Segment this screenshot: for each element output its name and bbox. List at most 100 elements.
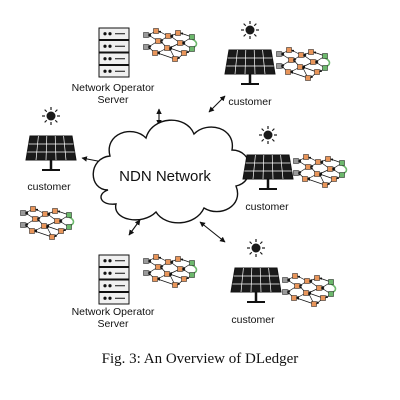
sun-ray xyxy=(54,119,58,123)
server-led xyxy=(108,284,112,288)
graph-node xyxy=(172,282,178,288)
graph-node xyxy=(339,160,345,166)
server-led xyxy=(103,32,107,36)
panel-grid-line xyxy=(268,267,272,293)
sun-icon xyxy=(46,111,56,121)
server-rack-unit xyxy=(98,279,130,292)
graph-node xyxy=(152,276,158,282)
server-led xyxy=(108,271,112,275)
graph-node xyxy=(175,30,181,36)
server-top-label-line1: Network Operator xyxy=(71,82,155,94)
ndn-network-label: NDN Network xyxy=(119,168,211,185)
sun-ray xyxy=(243,23,247,27)
graph-node xyxy=(66,224,72,230)
customer-label-top-right: customer xyxy=(228,96,272,108)
graph-node xyxy=(320,295,326,301)
network-arrow xyxy=(199,221,226,243)
graph-node xyxy=(189,260,195,266)
graph-node xyxy=(164,271,170,277)
graph-node xyxy=(181,50,187,56)
network-arrow xyxy=(208,95,226,113)
ledger-graph-top-icon xyxy=(143,28,198,62)
graph-node xyxy=(66,212,72,218)
graph-node xyxy=(297,64,303,70)
sun-ray xyxy=(44,109,48,113)
graph-node xyxy=(325,156,331,162)
sun-ray xyxy=(261,128,265,132)
graph-node xyxy=(153,28,159,34)
graph-edge xyxy=(307,178,326,186)
graph-node xyxy=(189,272,195,278)
server-rack-unit xyxy=(98,27,130,40)
graph-node xyxy=(282,289,288,295)
graph-node xyxy=(315,159,321,165)
graph-node xyxy=(328,291,334,297)
graph-node xyxy=(292,273,298,279)
panel-grid-line xyxy=(240,267,244,293)
panel-grid-line xyxy=(63,135,67,161)
graph-node xyxy=(189,34,195,40)
solar-panel-bottom-right-icon xyxy=(230,239,282,303)
solar-panel-top-right-icon xyxy=(224,21,276,85)
network-arrow xyxy=(128,219,141,236)
graph-node xyxy=(322,53,328,59)
graph-node xyxy=(339,172,345,178)
server-led xyxy=(103,259,107,263)
panel-grid-line xyxy=(280,154,284,180)
graph-node xyxy=(52,208,58,214)
server-rack-unit xyxy=(98,40,130,53)
panel-grid-line xyxy=(252,154,256,180)
panel-grid-line xyxy=(253,49,256,75)
graph-node xyxy=(143,32,149,38)
graph-node xyxy=(288,57,294,63)
server-led xyxy=(108,57,112,61)
graph-node xyxy=(42,211,48,217)
ledger-graph-right-icon xyxy=(293,154,348,188)
graph-node xyxy=(164,45,170,51)
customer-label-right: customer xyxy=(245,201,289,213)
graph-node xyxy=(316,285,322,291)
server-rack-unit xyxy=(98,267,130,280)
ledger-graph-left-icon xyxy=(20,206,75,240)
panel-grid-line xyxy=(35,135,39,161)
graph-node xyxy=(143,270,149,276)
sun-ray xyxy=(243,33,247,37)
panel-grid-line xyxy=(244,49,247,75)
sun-icon xyxy=(251,243,261,253)
server-led xyxy=(103,44,107,48)
graph-node xyxy=(143,258,149,264)
graph-node xyxy=(20,210,26,216)
graph-node xyxy=(305,75,311,81)
sun-icon xyxy=(245,25,255,35)
panel-grid-line xyxy=(45,135,48,161)
sun-ray xyxy=(259,251,263,255)
graph-node xyxy=(314,171,320,177)
server-bottom-icon xyxy=(98,254,130,305)
graph-node xyxy=(327,166,333,172)
server-bottom-label-line2: Server xyxy=(97,318,129,330)
graph-node xyxy=(41,223,47,229)
graph-node xyxy=(155,264,161,270)
graph-node xyxy=(304,278,310,284)
sun-ray xyxy=(249,251,253,255)
server-led xyxy=(103,284,107,288)
graph-edge xyxy=(157,52,176,60)
graph-node xyxy=(303,290,309,296)
server-rack-unit xyxy=(98,65,130,78)
graph-node xyxy=(165,259,171,265)
sun-ray xyxy=(44,119,48,123)
graph-node xyxy=(285,69,291,75)
panel-grid-line xyxy=(250,267,253,293)
solar-panel xyxy=(25,135,77,161)
graph-node xyxy=(282,277,288,283)
graph-node xyxy=(276,51,282,57)
graph-node xyxy=(322,182,328,188)
graph-node xyxy=(293,170,299,176)
graph-node xyxy=(189,46,195,52)
sun-ray xyxy=(54,109,58,113)
solar-panel-right-icon xyxy=(242,126,294,190)
sun-ray xyxy=(271,128,275,132)
server-led xyxy=(103,57,107,61)
graph-node xyxy=(177,40,183,46)
